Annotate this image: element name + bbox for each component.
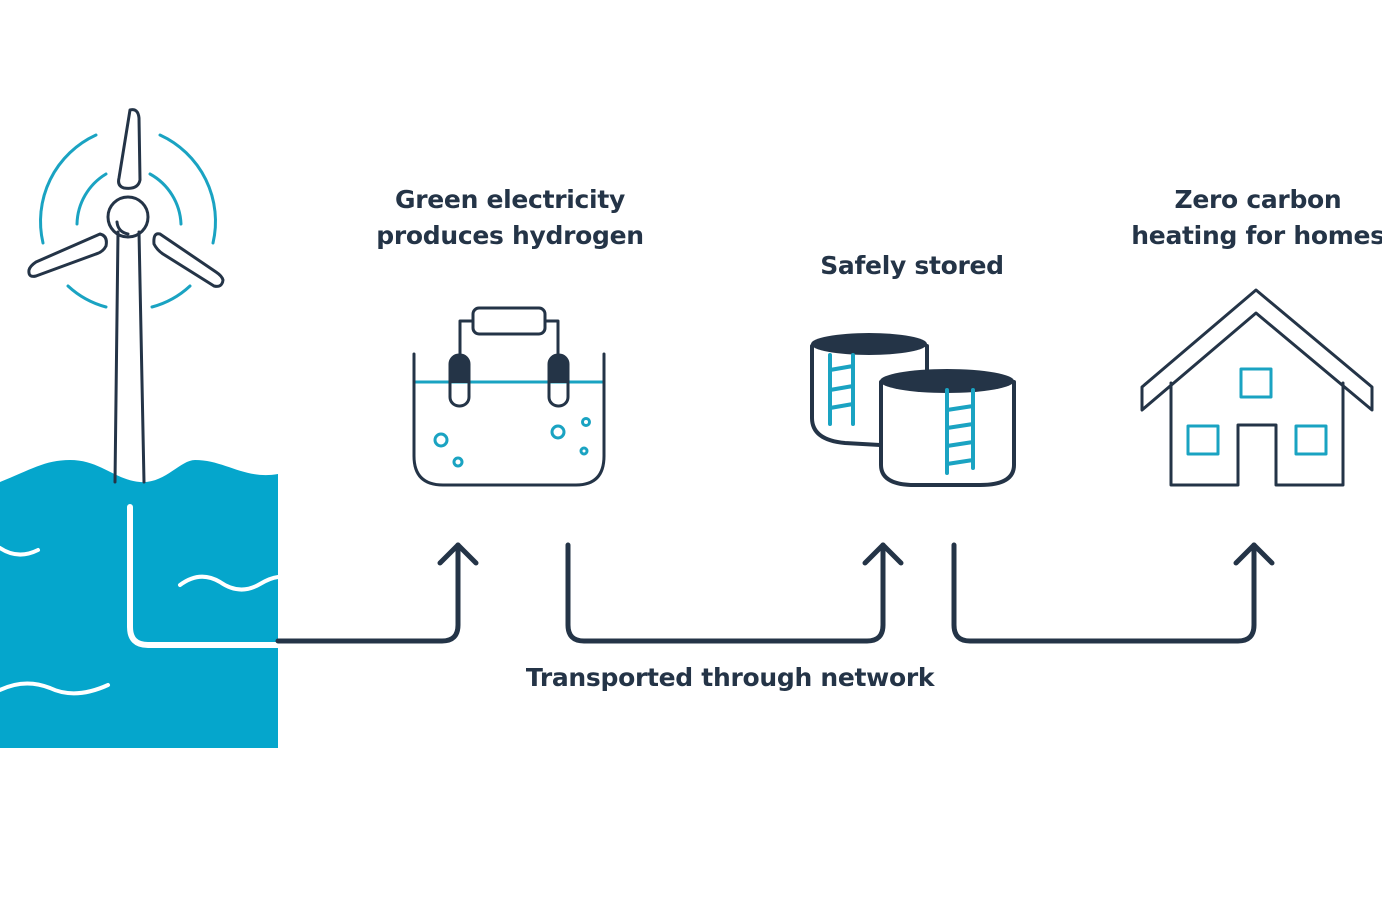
transport-label: Transported through network	[525, 663, 935, 692]
wind-turbine-icon	[27, 108, 225, 484]
storage-tanks-icon	[810, 333, 1016, 487]
arrow-electrolysis-to-storage	[565, 542, 904, 644]
electrolysis-label-line-1: Green electricity	[395, 185, 625, 214]
homes-label: Zero carbon heating for homes	[1110, 182, 1382, 254]
sea-icon	[0, 460, 281, 748]
electrolysis-label-line-2: produces hydrogen	[376, 221, 644, 250]
electrolysis-label: Green electricity produces hydrogen	[360, 182, 660, 254]
homes-label-line-1: Zero carbon	[1174, 185, 1342, 214]
house-icon	[1140, 288, 1374, 487]
storage-label-line-1: Safely stored	[820, 251, 1004, 280]
homes-label-line-2: heating for homes	[1131, 221, 1382, 250]
storage-label: Safely stored	[762, 248, 1062, 284]
electrolysis-tank-icon	[412, 306, 606, 487]
arrow-sea-to-electrolysis	[275, 542, 479, 644]
arrow-storage-to-homes	[951, 542, 1275, 644]
